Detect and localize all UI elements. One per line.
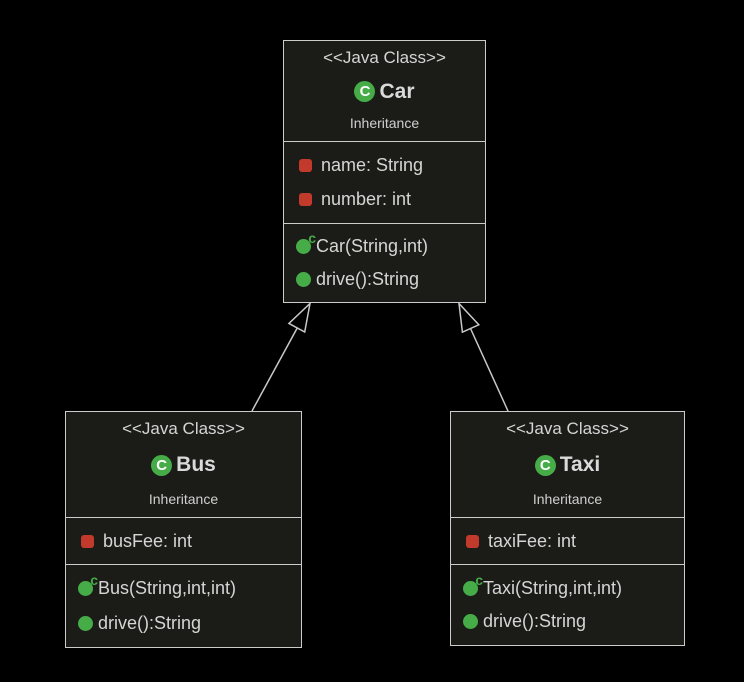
class-name-row: C Car (354, 79, 415, 104)
hollow-triangle-arrowhead (287, 301, 312, 334)
class-header: <<Java Class>> C Taxi Inheritance (451, 412, 684, 517)
attributes-compartment: busFee: int (66, 517, 301, 564)
package-label: Inheritance (148, 491, 219, 507)
methods-compartment: c Bus(String,int,int) drive():String (66, 564, 301, 647)
method-row[interactable]: drive():String (451, 611, 684, 632)
package-label: Inheritance (349, 115, 420, 131)
class-icon: C (151, 454, 173, 476)
class-box-car[interactable]: <<Java Class>> C Car Inheritance name: S… (283, 40, 486, 303)
class-icon-letter: C (359, 83, 371, 100)
constructor-marker: c (308, 230, 316, 246)
class-name-row: C Bus (151, 453, 216, 477)
method-label: drive():String (316, 269, 420, 289)
constructor-method-icon: c (296, 231, 316, 254)
attribute-row[interactable]: number: int (284, 189, 485, 210)
methods-compartment: c Car(String,int) drive():String (284, 223, 485, 302)
attributes-compartment: taxiFee: int (451, 517, 684, 564)
private-field-icon (299, 193, 312, 206)
method-label: Bus(String,int,int) (98, 578, 237, 599)
methods-compartment: c Taxi(String,int,int) drive():String (451, 564, 684, 645)
attribute-row[interactable]: name: String (284, 155, 485, 176)
attributes-compartment: name: String number: int (284, 141, 485, 223)
constructor-marker: c (475, 571, 483, 588)
method-label: drive():String (483, 611, 587, 632)
class-icon-letter: C (156, 456, 168, 474)
public-method-icon (78, 615, 93, 631)
stereotype-label: <<Java Class>> (506, 419, 629, 438)
method-row[interactable]: c Bus(String,int,int) (66, 573, 301, 599)
attribute-row[interactable]: taxiFee: int (451, 531, 684, 552)
private-field-icon (299, 159, 312, 172)
hollow-triangle-arrowhead (457, 301, 481, 334)
private-field-icon (466, 534, 479, 548)
method-label: Car(String,int) (316, 236, 429, 256)
generalization-arrow-bus-to-car[interactable] (251, 301, 312, 412)
private-field-icon (81, 534, 94, 548)
constructor-method-icon: c (78, 573, 98, 597)
constructor-method-icon: c (463, 573, 483, 596)
class-name-row: C Taxi (534, 453, 601, 477)
class-name: Car (379, 79, 415, 103)
constructor-marker: c (90, 572, 98, 589)
generalization-arrow-taxi-to-car[interactable] (457, 301, 509, 412)
class-icon-letter: C (539, 456, 551, 474)
method-label: Taxi(String,int,int) (483, 577, 623, 598)
method-row[interactable]: c Car(String,int) (284, 231, 485, 257)
package-label: Inheritance (532, 491, 603, 507)
attribute-label: taxiFee: int (488, 530, 577, 551)
attribute-label: name: String (321, 155, 424, 175)
class-header: <<Java Class>> C Car Inheritance (284, 41, 485, 141)
method-row[interactable]: drive():String (284, 269, 485, 290)
class-name: Taxi (559, 453, 601, 476)
public-method-icon (296, 272, 311, 287)
attribute-label: number: int (321, 189, 412, 209)
method-label: drive():String (98, 612, 202, 633)
attribute-row[interactable]: busFee: int (66, 531, 301, 552)
stereotype-label: <<Java Class>> (122, 419, 245, 438)
class-icon: C (354, 81, 376, 102)
class-icon: C (534, 454, 556, 476)
class-header: <<Java Class>> C Bus Inheritance (66, 412, 301, 517)
class-box-taxi[interactable]: <<Java Class>> C Taxi Inheritance taxiFe… (450, 411, 685, 646)
public-method-icon (463, 614, 478, 630)
attribute-label: busFee: int (103, 530, 193, 551)
method-row[interactable]: c Taxi(String,int,int) (451, 573, 684, 599)
class-name: Bus (176, 453, 216, 476)
stereotype-label: <<Java Class>> (323, 48, 446, 67)
method-row[interactable]: drive():String (66, 613, 301, 634)
class-box-bus[interactable]: <<Java Class>> C Bus Inheritance busFee:… (65, 411, 302, 648)
